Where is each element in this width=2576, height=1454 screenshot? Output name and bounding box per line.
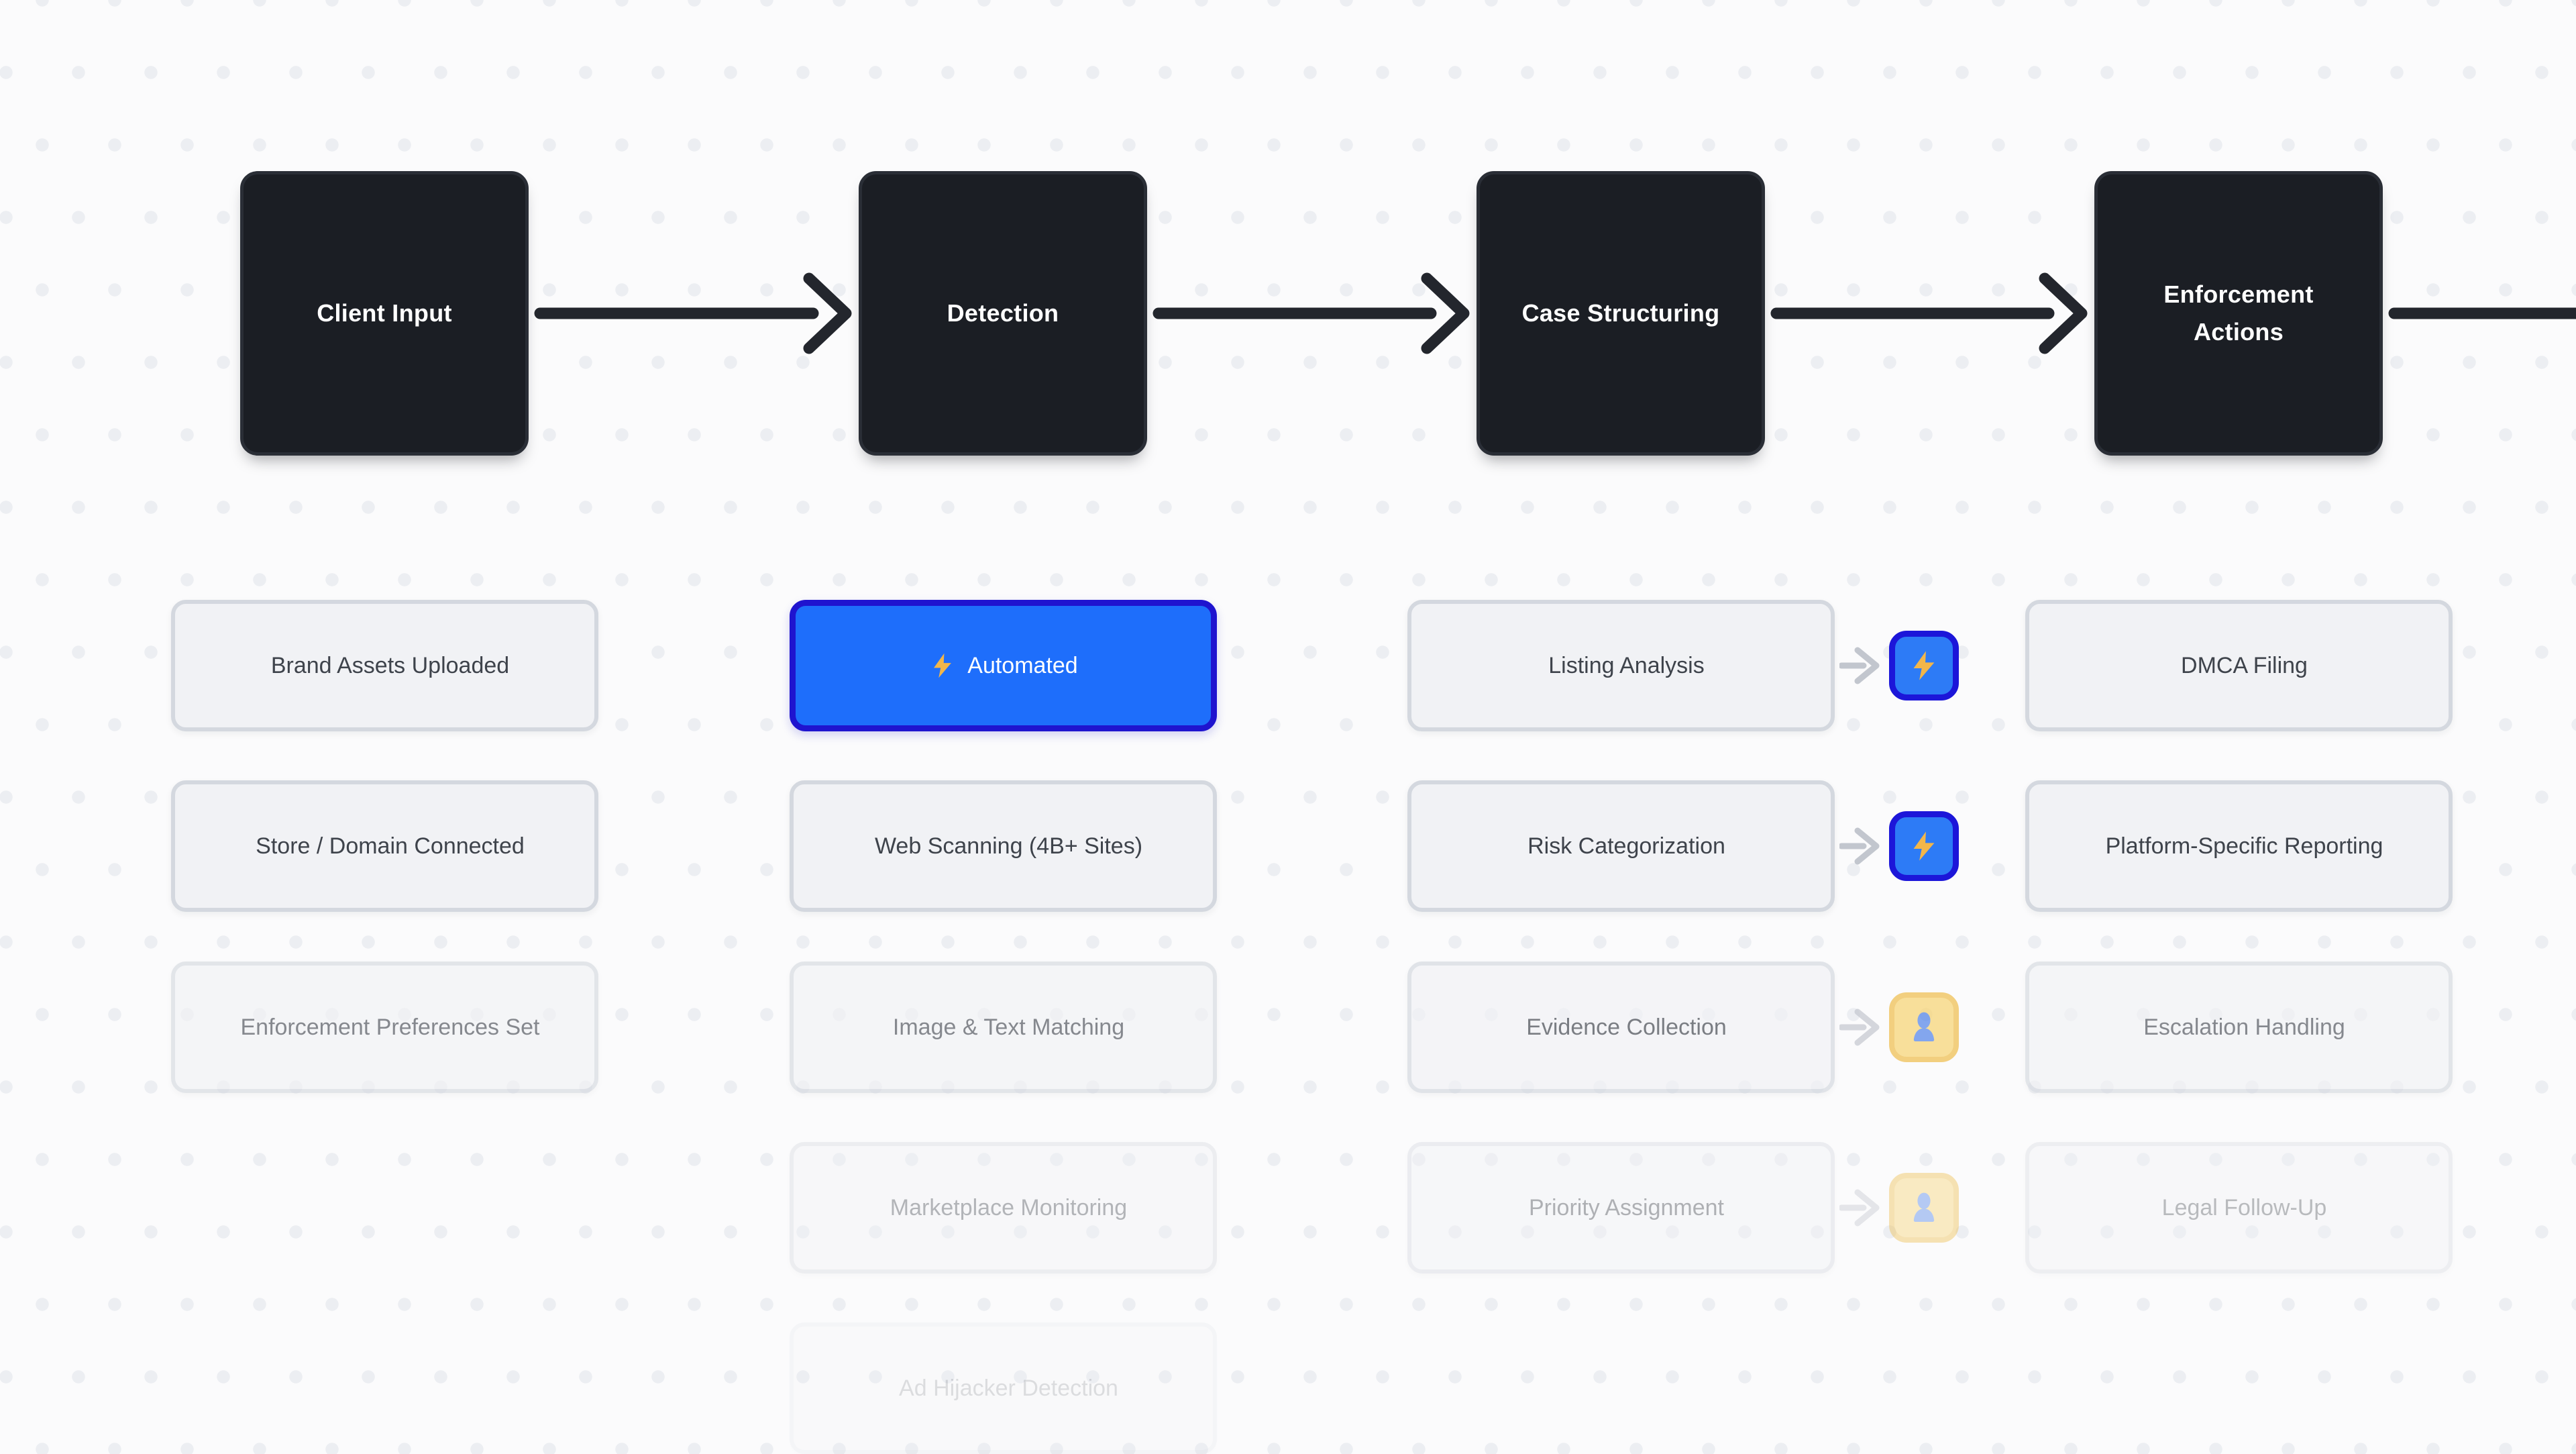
card-label: Evidence Collection <box>1526 1014 1727 1040</box>
stage-box-detection: Detection <box>859 171 1147 456</box>
card-brand-assets-uploaded: Brand Assets Uploaded <box>171 600 598 731</box>
card-enforcement-preferences-set: Enforcement Preferences Set <box>171 962 598 1093</box>
card-label: Listing Analysis <box>1548 652 1705 678</box>
card-dmca-filing: DMCA Filing <box>2025 600 2453 731</box>
pipeline-card-row: Platform-Specific Reporting <box>2025 780 2453 912</box>
zap-badge <box>1889 811 1959 881</box>
card-risk-categorization: Risk Categorization <box>1407 780 1835 912</box>
card-web-scanning-4b-sites: Web Scanning (4B+ Sites) <box>790 780 1217 912</box>
card-label: Ad Hijacker Detection <box>899 1375 1118 1401</box>
flow-arrow-1 <box>534 266 853 364</box>
pipeline-card-row: Ad Hijacker Detection <box>790 1322 1217 1454</box>
zap-icon <box>1913 651 1935 680</box>
card-label: Priority Assignment <box>1529 1194 1724 1221</box>
card-marketplace-monitoring: Marketplace Monitoring <box>790 1142 1217 1274</box>
card-label: Image & Text Matching <box>892 1014 1125 1040</box>
flow-arrow-3 <box>1770 266 2089 364</box>
zap-icon <box>1913 831 1935 861</box>
pipeline-card-row: Evidence Collection <box>1407 962 1959 1093</box>
card-label: Web Scanning (4B+ Sites) <box>874 833 1143 859</box>
pipeline-card-row: Listing Analysis <box>1407 600 1959 731</box>
person-badge <box>1889 992 1959 1062</box>
card-priority-assignment: Priority Assignment <box>1407 1142 1835 1274</box>
right-arrow-icon <box>1838 1003 1882 1051</box>
zap-icon <box>934 653 952 678</box>
card-label: Platform-Specific Reporting <box>2105 833 2383 859</box>
card-label: Enforcement Preferences Set <box>240 1014 540 1040</box>
card-ad-hijacker-detection: Ad Hijacker Detection <box>790 1322 1217 1454</box>
card-label: Brand Assets Uploaded <box>270 652 510 678</box>
card-label: Automated <box>967 652 1078 678</box>
right-arrow-icon <box>1838 1184 1882 1232</box>
stage-box-enforcement-actions: Enforcement Actions <box>2094 171 2383 456</box>
person-icon <box>1913 1012 1935 1041</box>
pipeline-card-row: Legal Follow-Up <box>2025 1142 2453 1274</box>
card-automated: Automated <box>790 600 1217 731</box>
pipeline-card-row: Risk Categorization <box>1407 780 1959 912</box>
pipeline-card-row: Priority Assignment <box>1407 1142 1959 1274</box>
card-label: Risk Categorization <box>1527 833 1725 859</box>
pipeline-card-row: Marketplace Monitoring <box>790 1142 1217 1274</box>
pipeline-card-row: Escalation Handling <box>2025 962 2453 1093</box>
stage-box-case-structuring: Case Structuring <box>1477 171 1765 456</box>
stage-label: Detection <box>947 299 1059 327</box>
flow-arrow-2 <box>1152 266 1471 364</box>
stage-label: Enforcement Actions <box>2163 280 2314 346</box>
card-label: Escalation Handling <box>2143 1014 2345 1040</box>
pipeline-card-row: Automated <box>790 600 1217 731</box>
card-label: Marketplace Monitoring <box>890 1194 1128 1221</box>
pipeline-card-row: Store / Domain Connected <box>171 780 598 912</box>
card-listing-analysis: Listing Analysis <box>1407 600 1835 731</box>
person-badge <box>1889 1173 1959 1243</box>
card-platform-specific-reporting: Platform-Specific Reporting <box>2025 780 2453 912</box>
pipeline-card-row: Image & Text Matching <box>790 962 1217 1093</box>
card-escalation-handling: Escalation Handling <box>2025 962 2453 1093</box>
pipeline-card-row: Enforcement Preferences Set <box>171 962 598 1093</box>
card-label: Store / Domain Connected <box>256 833 525 859</box>
card-evidence-collection: Evidence Collection <box>1407 962 1835 1093</box>
pipeline-card-row: Web Scanning (4B+ Sites) <box>790 780 1217 912</box>
pipeline-card-row: Brand Assets Uploaded <box>171 600 598 731</box>
card-store-domain-connected: Store / Domain Connected <box>171 780 598 912</box>
card-label: DMCA Filing <box>2181 652 2308 678</box>
stage-box-client-input: Client Input <box>240 171 529 456</box>
card-legal-follow-up: Legal Follow-Up <box>2025 1142 2453 1274</box>
right-arrow-icon <box>1838 641 1882 690</box>
zap-badge <box>1889 631 1959 700</box>
right-arrow-icon <box>1838 822 1882 870</box>
card-image-text-matching: Image & Text Matching <box>790 962 1217 1093</box>
pipeline-card-row: DMCA Filing <box>2025 600 2453 731</box>
stage-label: Case Structuring <box>1521 299 1720 327</box>
stage-label: Client Input <box>317 299 452 327</box>
card-label: Legal Follow-Up <box>2161 1194 2327 1221</box>
flow-arrow-4 <box>2388 266 2576 364</box>
person-icon <box>1913 1192 1935 1222</box>
